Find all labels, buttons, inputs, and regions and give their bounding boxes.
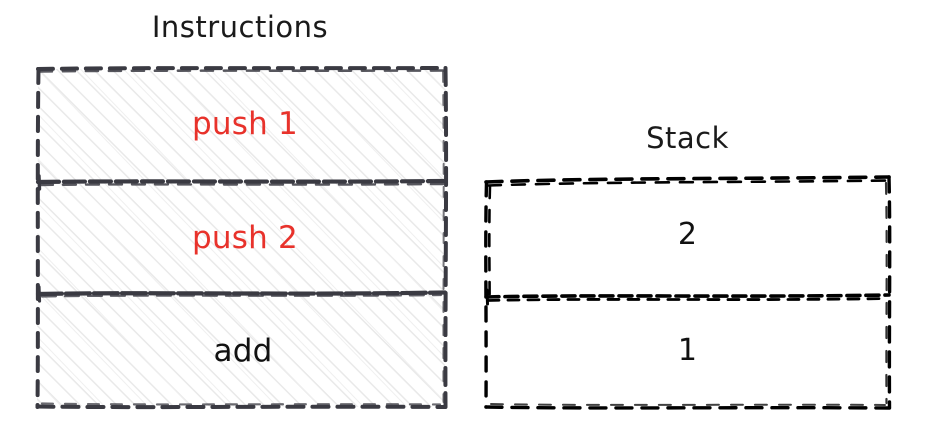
stack-row-value: 1 bbox=[677, 333, 698, 368]
instruction-row-label: add bbox=[213, 333, 273, 370]
stack-row-value: 2 bbox=[677, 217, 698, 252]
stack-rows: 2 1 bbox=[485, 179, 890, 407]
instruction-row-label: push 1 bbox=[192, 105, 298, 142]
stack-row[interactable]: 2 bbox=[485, 179, 890, 293]
instruction-row-label: push 2 bbox=[192, 219, 298, 256]
stack-panel-title: Stack bbox=[646, 121, 729, 155]
instruction-row[interactable]: add bbox=[36, 293, 444, 406]
stack-row[interactable]: 1 bbox=[485, 293, 890, 407]
instruction-row[interactable]: push 2 bbox=[36, 181, 444, 294]
stack-table: 2 1 bbox=[484, 175, 892, 410]
instruction-row[interactable]: push 1 bbox=[36, 68, 444, 181]
instructions-rows: push 1 push 2 add bbox=[36, 68, 444, 406]
instructions-panel-title: Instructions bbox=[151, 10, 329, 44]
instructions-table: push 1 push 2 add bbox=[35, 66, 449, 410]
